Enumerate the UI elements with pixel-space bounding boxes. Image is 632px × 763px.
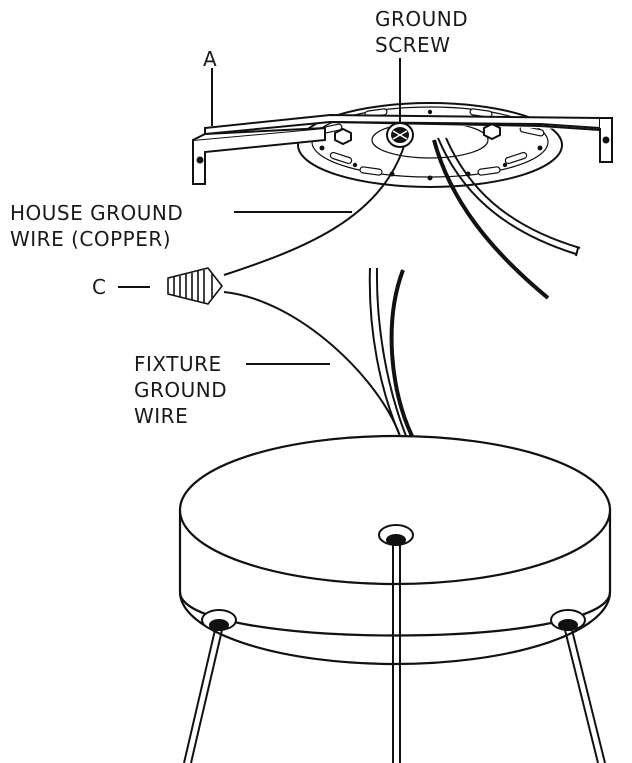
part-a-label: A <box>203 47 217 71</box>
fixture-ground-wire <box>223 291 401 437</box>
house-ground-label-line1: HOUSE GROUND <box>10 201 183 225</box>
ground-screw-label-line1: GROUND <box>375 7 468 31</box>
fixture-ground-label-line3: WIRE <box>134 404 188 428</box>
suspension-cables <box>183 524 606 763</box>
wire-nut-connector <box>167 267 224 305</box>
fixture-canopy <box>178 434 612 666</box>
ground-screw <box>386 122 414 148</box>
house-supply-wires <box>432 137 581 300</box>
fixture-ground-label-line2: GROUND <box>134 378 227 402</box>
ground-screw-label-line2: SCREW <box>375 33 450 57</box>
leader-lines <box>118 58 401 365</box>
house-ground-label-line2: WIRE (COPPER) <box>10 227 171 251</box>
part-c-label: C <box>92 275 106 299</box>
fixture-ground-label-line1: FIXTURE <box>134 352 222 376</box>
fixture-supply-wires <box>368 267 414 437</box>
house-ground-wire <box>223 145 405 276</box>
